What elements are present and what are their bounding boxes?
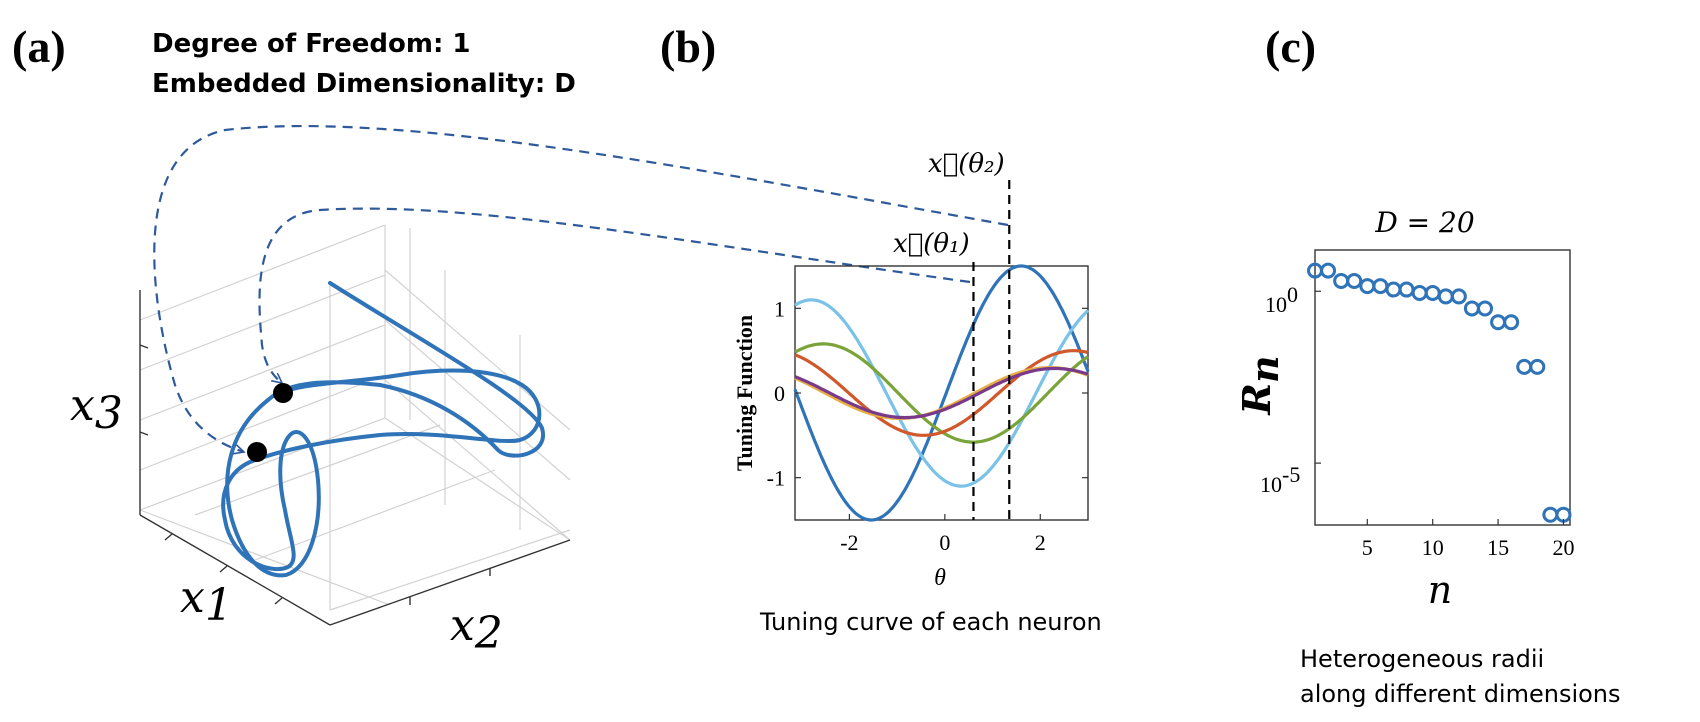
axis-label-x2: x2: [450, 600, 503, 659]
tuning-caption: Tuning curve of each neuron: [759, 608, 1102, 636]
tuning-xlabel: θ: [934, 565, 946, 591]
radii-ylabel: Rn: [1234, 355, 1287, 415]
radii-point-15: [1490, 314, 1507, 331]
panel-c: (c) D = 20 5 10 15 20 100 10-5 Rn n Heterog…: [1234, 21, 1621, 708]
annotation-x-theta1: x⃗(θ₁): [893, 229, 970, 259]
panel-a-manifold-curve: [221, 281, 546, 578]
radii-point-3: [1333, 272, 1350, 289]
tuning-series-6: [794, 366, 1089, 420]
radii-point-18: [1529, 358, 1546, 375]
tuning-xtick-label: 2: [1035, 530, 1046, 555]
radii-title: D = 20: [1374, 206, 1474, 239]
panel-a-dashed-arrows: [153, 124, 1009, 452]
axis-label-x1: x1: [180, 572, 233, 631]
radii-xlabel: n: [1428, 568, 1452, 612]
radii-points-group: [1307, 262, 1572, 523]
tuning-ticks-group: -2 0 2 -1 0 1: [767, 296, 1088, 555]
radii-point-8: [1398, 281, 1415, 298]
panel-b-label: (b): [660, 21, 716, 72]
radii-xtick-label: 5: [1362, 535, 1373, 560]
radii-xtick-label: 15: [1487, 535, 1509, 560]
radii-point-6: [1372, 278, 1389, 295]
radii-point-17: [1516, 358, 1533, 375]
radii-point-10: [1424, 284, 1441, 301]
radii-ytick-100: 100: [1265, 282, 1298, 317]
radii-caption-line1: Heterogeneous radii: [1300, 645, 1544, 673]
axis-label-x3: x3: [70, 380, 123, 439]
radii-plot-frame: [1314, 249, 1571, 526]
radii-point-9: [1411, 284, 1428, 301]
radii-xtick-label: 20: [1552, 535, 1574, 560]
panel-c-label: (c): [1265, 21, 1316, 72]
radii-point-12: [1450, 288, 1467, 305]
tuning-series-1: [793, 264, 1090, 522]
tuning-xtick-label: 0: [939, 530, 950, 555]
tuning-ylabel: Tuning Function: [732, 315, 757, 471]
point-theta2-dot: [273, 383, 293, 403]
tuning-series-2: [794, 298, 1090, 488]
tuning-ytick-label: 0: [774, 381, 785, 406]
radii-point-4: [1346, 272, 1363, 289]
tuning-ytick-label: 1: [774, 296, 785, 321]
radii-point-19: [1542, 506, 1559, 523]
tuning-ytick-label: -1: [767, 466, 785, 491]
radii-point-13: [1463, 300, 1480, 317]
radii-point-14: [1477, 300, 1493, 317]
radii-xtick-label: 10: [1422, 535, 1444, 560]
panel-a-3d-axes: [139, 290, 571, 626]
panel-a-title-line1: Degree of Freedom: 1: [152, 29, 471, 59]
radii-point-7: [1385, 281, 1402, 298]
tuning-xtick-label: -2: [840, 530, 858, 555]
radii-point-5: [1359, 278, 1376, 295]
radii-ytick-1e-5: 10-5: [1260, 462, 1300, 497]
annotation-x-theta2: x⃗(θ₂): [928, 149, 1005, 179]
panel-b: (b) x⃗(θ₂) x⃗(θ₁) -2 0 2 -1 0 1 Tuning Functi…: [660, 21, 1102, 636]
panel-a-title-line2: Embedded Dimensionality: D: [152, 69, 576, 99]
tuning-plot-frame: [794, 265, 1089, 521]
tuning-series-4: [794, 349, 1089, 437]
radii-ticks-group: 5 10 15 20: [1315, 290, 1574, 560]
radii-point-16: [1503, 314, 1520, 331]
panel-a-label: (a): [12, 21, 66, 72]
tuning-series-group: [793, 264, 1090, 522]
panel-a: (a) Degree of Freedom: 1 Embedded Dimens…: [12, 21, 1009, 659]
radii-caption-line2: along different dimensions: [1300, 680, 1621, 708]
point-theta1-dot: [247, 442, 267, 462]
radii-point-11: [1437, 288, 1454, 305]
radii-point-2: [1320, 262, 1337, 279]
tuning-vlines-group: [972, 180, 1011, 520]
